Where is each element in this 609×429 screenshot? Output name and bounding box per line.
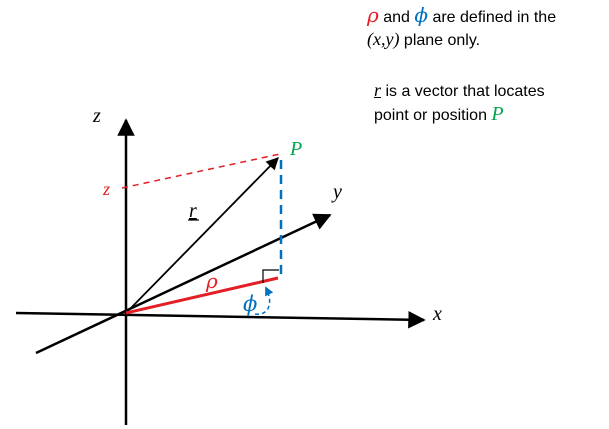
note-rho-phi-definition: ρ and ϕ are defined in the [367,3,556,30]
rho-vector [125,276,279,315]
note-p-symbol: P [491,103,504,125]
note-r-symbol: r [374,80,382,100]
point-p-label: P [289,138,302,160]
r-vector [125,157,279,314]
note-plane-text: plane only. [399,32,481,49]
z-projection-line [121,153,281,189]
note-r-vector: r is a vector that locates [374,78,545,104]
z-marker-label: z [102,179,110,199]
note-point-text: point or position [374,107,492,124]
note-xy-symbol: (x,y) [367,29,400,49]
r-vector-label: r [189,200,197,222]
note-point-position: point or position P [374,102,504,128]
x-axis-label: x [432,303,442,325]
z-axis-label: z [92,105,101,127]
right-angle-marker [262,269,279,283]
note-r-text: is a vector that locates [381,83,545,100]
note-phi-symbol: ϕ [414,3,428,27]
phi-arc [254,286,274,315]
x-axis [15,310,426,329]
y-axis-label: y [331,181,342,203]
note-rho-symbol: ρ [367,3,379,27]
phi-label: ϕ [243,292,257,316]
note-and-text: and [378,9,415,26]
note-plane-only: (x,y) plane only. [367,27,480,53]
note-defined-text: are defined in the [428,9,557,26]
y-axis [35,213,332,355]
rho-label: ρ [205,269,218,293]
